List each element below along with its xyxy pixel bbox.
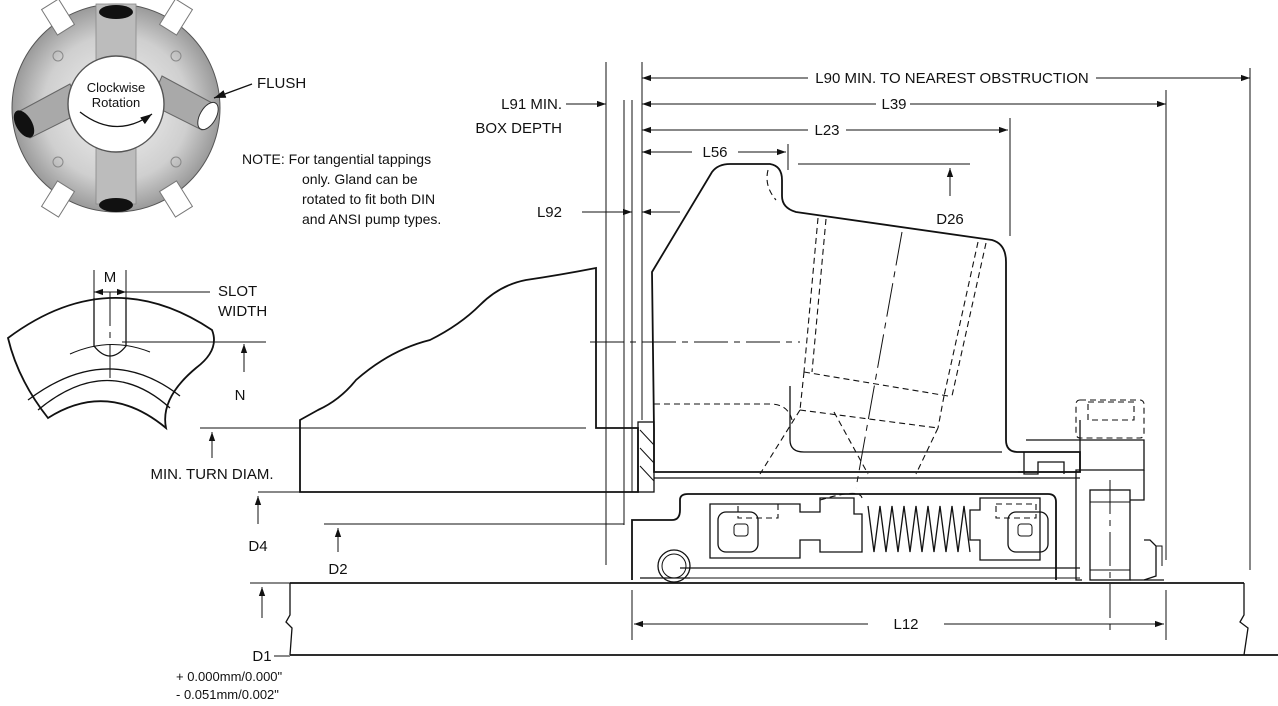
rotation-arrow-icon (79, 111, 153, 128)
d2-label: D2 (328, 561, 347, 578)
flush-label: FLUSH (257, 75, 306, 92)
bottom-port-hole (99, 198, 133, 212)
note-line2: only. Gland can be (302, 171, 418, 187)
flush-callout: FLUSH (213, 75, 306, 99)
d1-label: D1 (252, 648, 271, 665)
slot-width-line2: WIDTH (218, 303, 267, 320)
l91-label-line1: L91 MIN. (501, 96, 562, 113)
flush-port-hole (197, 101, 219, 131)
l39-label: L39 (881, 96, 906, 113)
seal-section (285, 62, 1278, 656)
tolerance-plus: + 0.000mm/0.000" (176, 669, 283, 684)
l90-label: L90 MIN. TO NEAREST OBSTRUCTION (815, 70, 1088, 87)
d4-label: D4 (248, 538, 267, 555)
rotation-label-line2: Rotation (92, 95, 140, 110)
n-label: N (235, 387, 246, 404)
l56-label: L56 (702, 144, 727, 161)
l12-label: L12 (893, 616, 918, 633)
l23-label: L23 (814, 122, 839, 139)
min-turn-diam-label: MIN. TURN DIAM. (150, 466, 273, 483)
m-label: M (104, 269, 117, 286)
tolerance-minus: - 0.051mm/0.002" (176, 687, 279, 702)
note-line3: rotated to fit both DIN (302, 191, 435, 207)
note-line4: and ANSI pump types. (302, 211, 441, 227)
top-port-hole (99, 5, 133, 19)
rotation-label-line1: Clockwise (87, 80, 146, 95)
note-block: NOTE: For tangential tappings only. Glan… (242, 151, 441, 227)
slot-detail: M SLOT WIDTH N (6, 269, 267, 431)
l92-label: L92 (537, 204, 562, 221)
note-line1: NOTE: For tangential tappings (242, 151, 431, 167)
left-port-hole (13, 110, 35, 138)
gland-top-view: Clockwise Rotation (11, 0, 221, 218)
dimension-lines: L90 MIN. TO NEAREST OBSTRUCTION L39 L91 … (150, 68, 1251, 702)
l91-label-line2: BOX DEPTH (475, 120, 562, 137)
slot-width-line1: SLOT (218, 283, 257, 300)
spring-icon (867, 505, 971, 553)
d26-label: D26 (936, 211, 964, 228)
